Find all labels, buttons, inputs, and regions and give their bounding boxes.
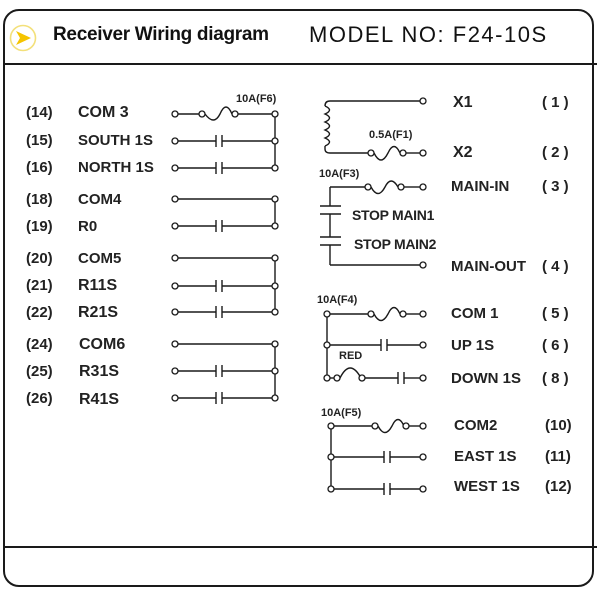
diagram-frame	[3, 9, 594, 587]
com6-circuit	[178, 343, 276, 404]
terminal-label: COM 1	[451, 305, 499, 322]
terminal-label: EAST 1S	[454, 448, 517, 465]
left-circuit	[178, 106, 276, 404]
terminal-number: ( 5 )	[542, 305, 569, 322]
terminal-number: (16)	[26, 159, 53, 176]
header-divider	[3, 63, 597, 65]
model-number: MODEL NO: F24-10S	[309, 22, 548, 47]
terminal-number: ( 4 )	[542, 258, 569, 275]
fuse-label-f6: 10A(F6)	[236, 93, 277, 105]
stop-main2-label: STOP MAIN2	[354, 236, 437, 252]
terminal-label: R0	[78, 218, 98, 235]
terminal-number: ( 6 )	[542, 337, 569, 354]
terminal-label: MAIN-IN	[451, 178, 510, 195]
terminal-number: (24)	[26, 336, 53, 353]
terminal-number: (19)	[26, 218, 53, 235]
terminal-number: (14)	[26, 104, 53, 121]
terminal-label: COM5	[78, 250, 122, 267]
com3-fuse-circuit	[178, 106, 276, 174]
terminal-label: SOUTH 1S	[78, 132, 154, 149]
stop-main1-label: STOP MAIN1	[352, 207, 435, 223]
right-terminal-nodes	[323, 97, 427, 493]
com1-circuit	[326, 306, 420, 384]
terminal-label: COM6	[79, 336, 126, 353]
terminal-number: (21)	[26, 277, 53, 294]
terminal-number: (22)	[26, 304, 53, 321]
terminal-label: R41S	[79, 391, 120, 408]
com5-circuit	[178, 257, 276, 318]
terminal-label: WEST 1S	[454, 478, 520, 495]
terminal-number: ( 8 )	[542, 370, 569, 387]
fuse-label-f3: 10A(F3)	[319, 168, 360, 180]
terminal-label: DOWN 1S	[451, 370, 522, 387]
terminal-label: X1	[453, 94, 473, 111]
diagram-title: Receiver Wiring diagram	[53, 24, 269, 45]
terminal-label: COM 3	[78, 104, 129, 121]
left-terminal-nodes	[171, 110, 279, 402]
terminal-label: X2	[453, 144, 473, 161]
terminal-label: R21S	[78, 304, 119, 321]
terminal-label: R31S	[79, 363, 120, 380]
terminal-label: NORTH 1S	[78, 159, 154, 176]
arrow-right-circle-icon	[9, 24, 37, 52]
terminal-label: COM2	[454, 417, 498, 434]
terminal-label: MAIN-OUT	[451, 258, 526, 275]
fuse-label-f5: 10A(F5)	[321, 407, 362, 419]
terminal-label: UP 1S	[451, 337, 495, 354]
terminal-number: (20)	[26, 250, 53, 267]
main-circuit	[320, 180, 420, 266]
terminal-number: ( 1 )	[542, 94, 569, 111]
terminal-number: (12)	[545, 478, 572, 495]
terminal-number: ( 2 )	[542, 144, 569, 161]
terminal-label: COM4	[78, 191, 122, 208]
terminal-number: (18)	[26, 191, 53, 208]
fuse-label-f1: 0.5A(F1)	[369, 129, 413, 141]
fuse-label-f4: 10A(F4)	[317, 294, 358, 306]
terminal-number: (26)	[26, 390, 53, 407]
footer-divider	[3, 546, 597, 548]
right-circuit	[320, 100, 420, 495]
terminal-number: (11)	[545, 448, 571, 465]
com4-circuit	[178, 198, 276, 232]
com2-circuit	[330, 418, 420, 495]
terminal-number: (10)	[545, 417, 572, 434]
terminal-number: (25)	[26, 363, 53, 380]
red-jumper-label: RED	[339, 350, 363, 362]
terminal-number: (15)	[26, 132, 53, 149]
terminal-label: R11S	[78, 277, 118, 294]
coil-circuit	[323, 100, 420, 161]
terminal-number: ( 3 )	[542, 178, 569, 195]
